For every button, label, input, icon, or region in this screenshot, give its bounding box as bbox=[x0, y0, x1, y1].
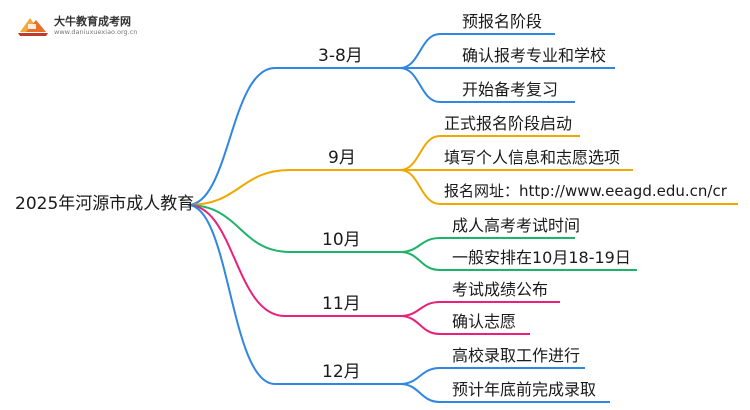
leaf-item: 高校录取工作进行 bbox=[452, 346, 581, 365]
branch-label-12: 12月 bbox=[322, 362, 361, 382]
connector-b1-l0 bbox=[399, 135, 580, 171]
leaf-item: 确认志愿 bbox=[452, 312, 517, 331]
connector-b0-l2 bbox=[399, 67, 575, 103]
leaf-item: 成人高考考试时间 bbox=[452, 216, 581, 235]
watermark-logo: 大牛教育成考网 www.daniuxuexiao.org.cn bbox=[16, 14, 137, 38]
connector-b3-l1 bbox=[399, 315, 530, 335]
leaf-item: 开始备考复习 bbox=[462, 80, 559, 99]
watermark-name: 大牛教育成考网 bbox=[54, 15, 131, 28]
leaf-item: 正式报名阶段启动 bbox=[444, 114, 573, 133]
leaf-item: 确认报考专业和学校 bbox=[462, 46, 607, 65]
connector-b4-l1 bbox=[399, 383, 610, 403]
branch-label-11: 11月 bbox=[322, 294, 361, 314]
leaf-item: 考试成绩公布 bbox=[452, 280, 549, 299]
connector-b0-l0 bbox=[399, 33, 555, 69]
connector-b1-l2 bbox=[399, 169, 738, 205]
leaf-item: 填写个人信息和志愿选项 bbox=[444, 148, 621, 167]
connector-root-b3 bbox=[187, 204, 400, 317]
leaf-item: 预计年底前完成录取 bbox=[452, 380, 597, 399]
book-icon bbox=[16, 14, 50, 38]
connector-root-b2 bbox=[187, 204, 400, 253]
connector-b2-l0 bbox=[399, 237, 575, 253]
branch-label-9: 9月 bbox=[328, 148, 356, 168]
watermark-url: www.daniuxuexiao.org.cn bbox=[54, 28, 138, 36]
connector-b3-l0 bbox=[399, 301, 560, 317]
connector-b2-l1 bbox=[399, 251, 637, 271]
leaf-item: 报名网址：http://www.eeagd.edu.cn/cr bbox=[444, 182, 727, 200]
branch-label-10: 10月 bbox=[322, 230, 361, 250]
branch-label-3-8: 3-8月 bbox=[318, 46, 363, 66]
connector-root-b4 bbox=[187, 204, 400, 385]
connector-root-b0 bbox=[187, 67, 400, 206]
connector-root-b1 bbox=[187, 169, 400, 206]
leaf-item: 预报名阶段 bbox=[462, 12, 543, 31]
root-node: 2025年河源市成人教育 bbox=[15, 194, 195, 214]
connector-b4-l0 bbox=[399, 367, 585, 385]
leaf-item: 一般安排在10月18-19日 bbox=[452, 248, 631, 267]
